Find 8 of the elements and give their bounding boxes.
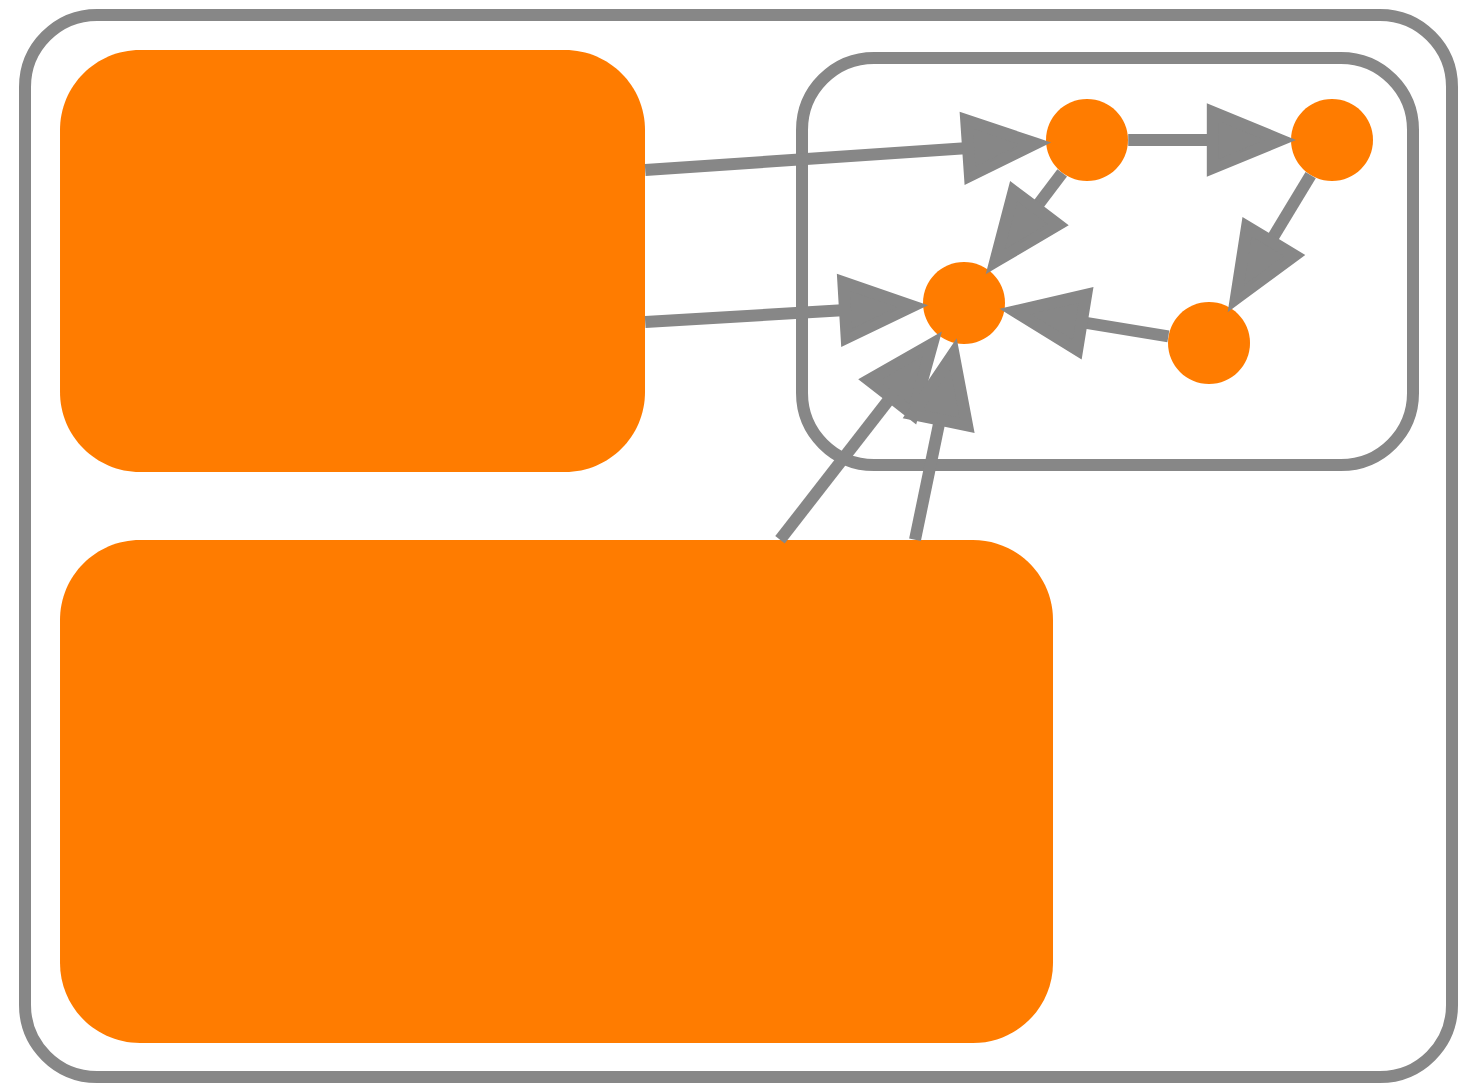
rounded-box (60, 50, 645, 472)
circle-node (1291, 99, 1373, 181)
rounded-frame (19, 9, 1458, 1083)
circle-node (1168, 302, 1250, 384)
circle-node (923, 262, 1005, 344)
rounded-frame (796, 52, 1419, 471)
circle-node (1046, 99, 1128, 181)
rounded-box (60, 540, 1053, 1043)
